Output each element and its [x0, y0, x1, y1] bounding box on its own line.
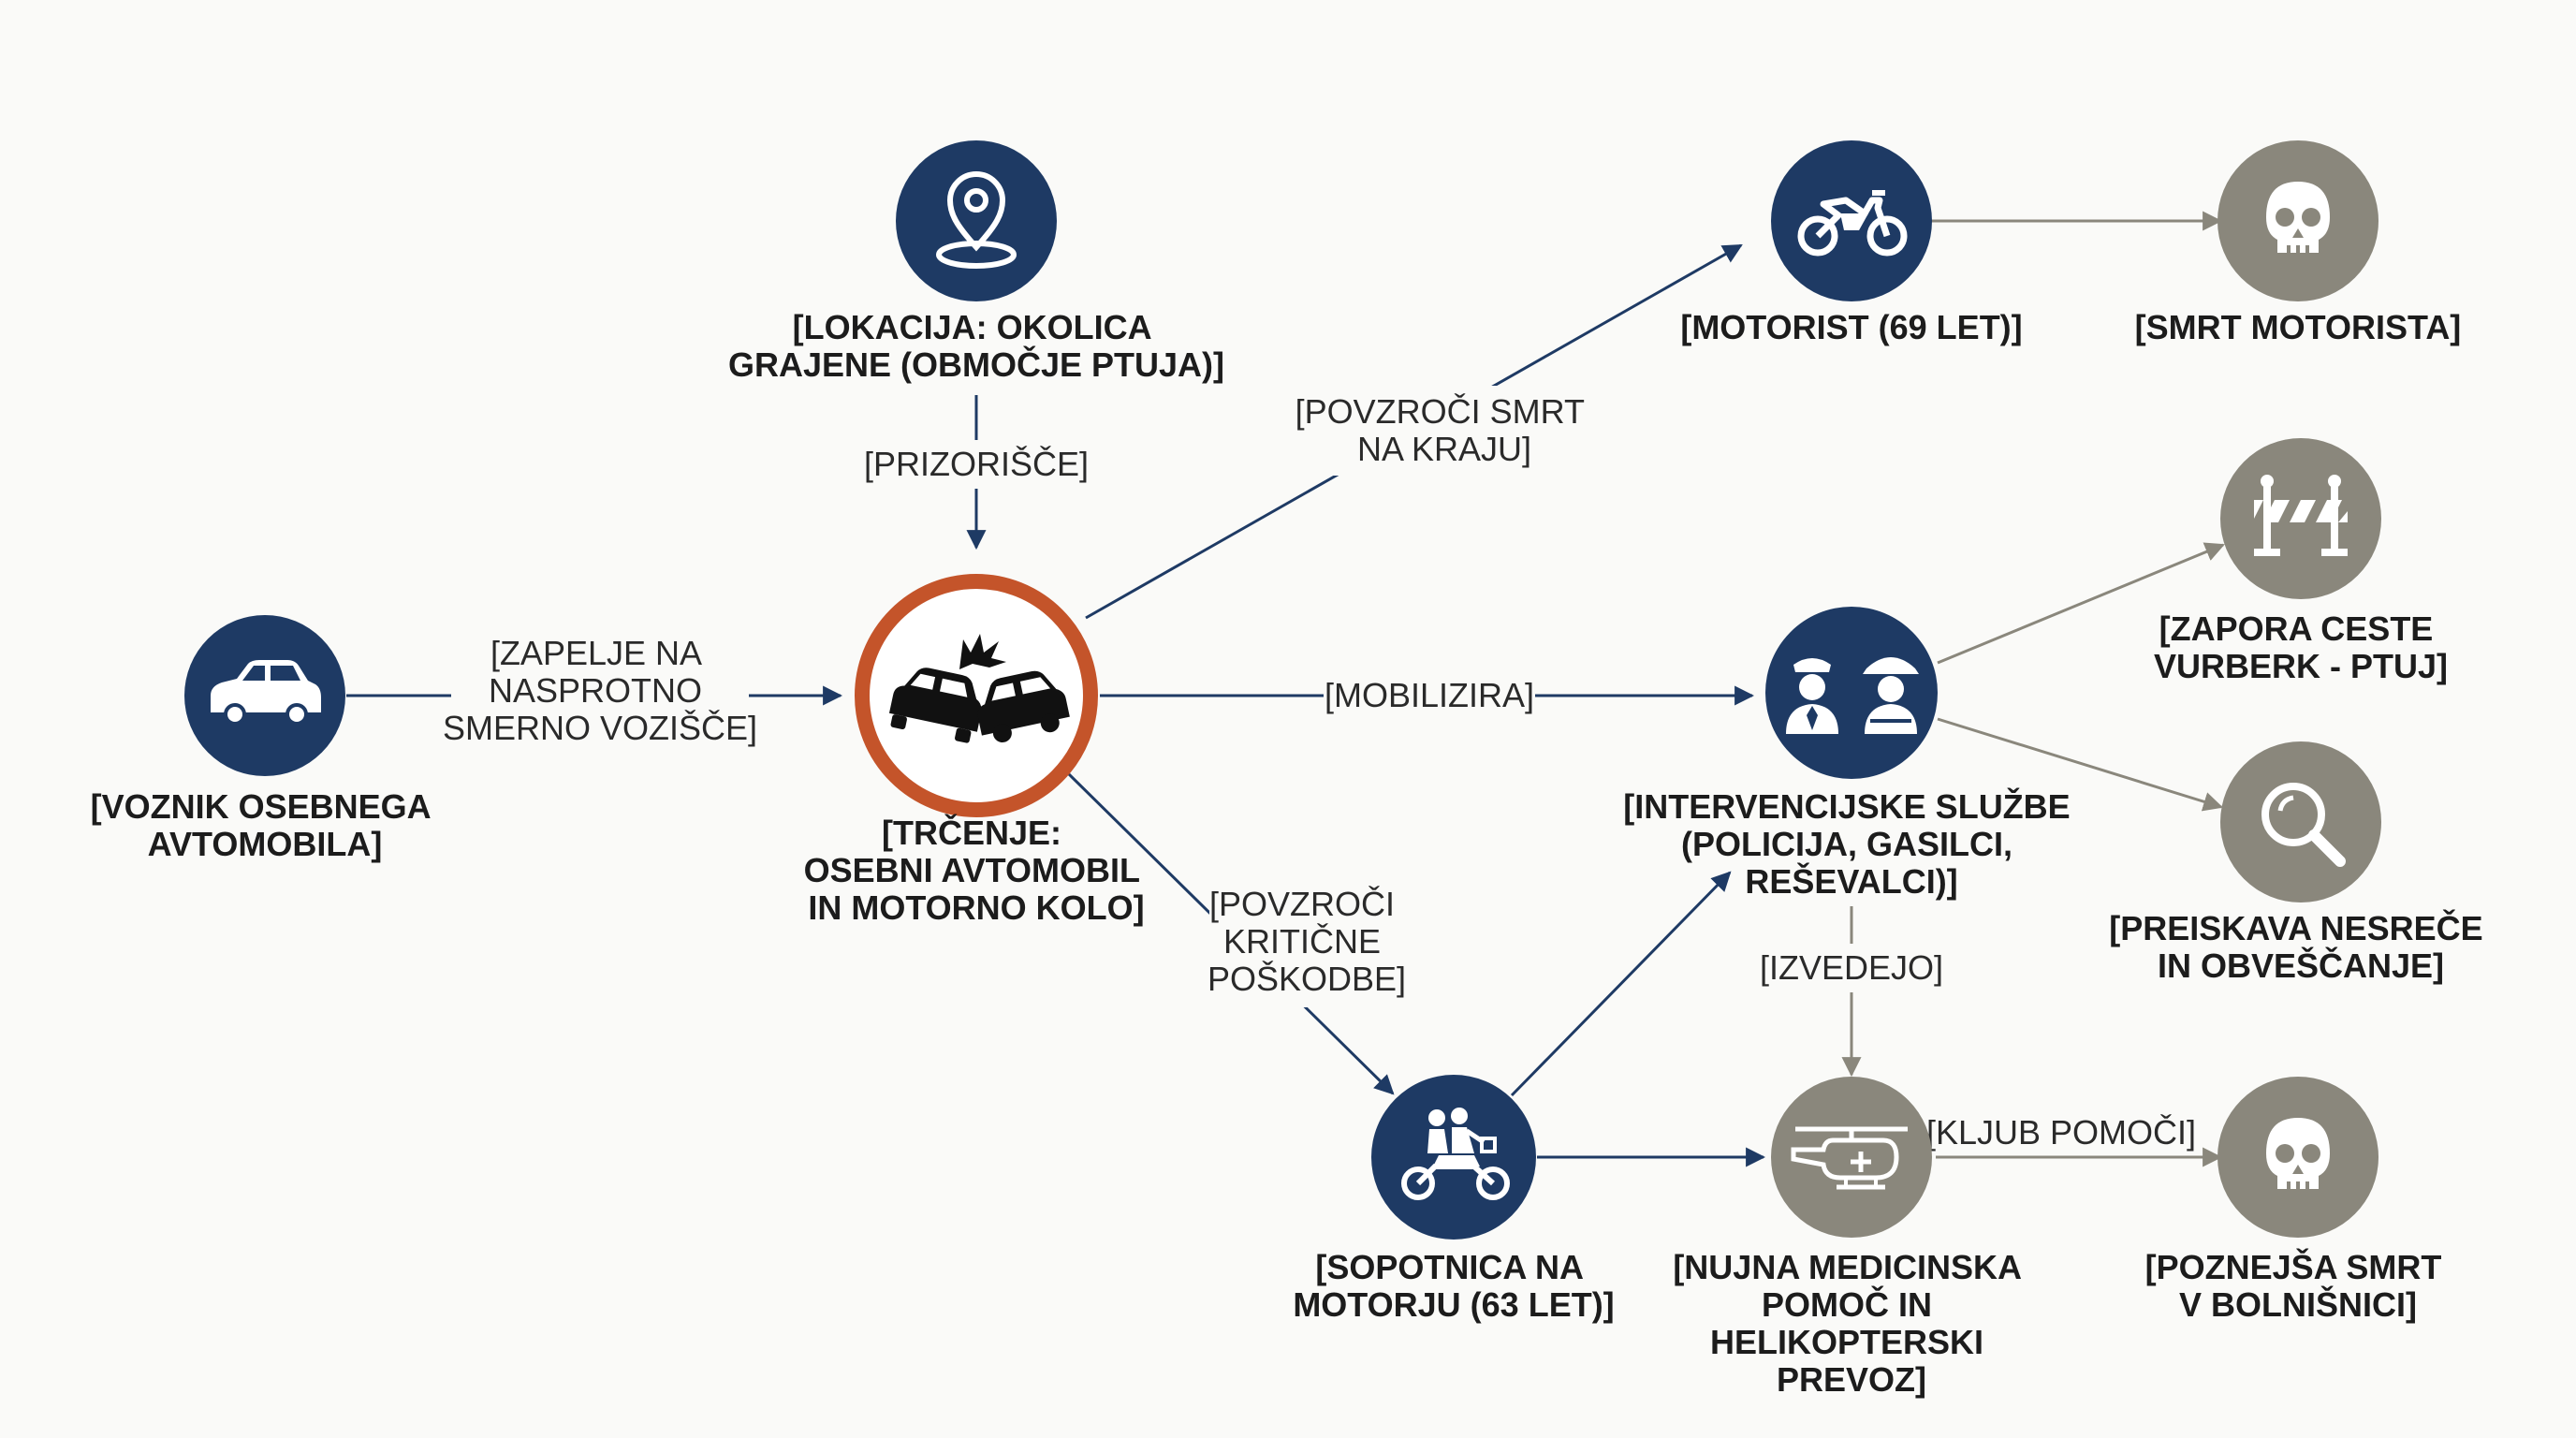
node-crash: [TRČENJE: OSEBNI AVTOMOBIL IN MOTORNO KO… [804, 574, 1149, 927]
node-medical-label: [NUJNA MEDICINSKA POMOČ IN HELIKOPTERSKI… [1673, 1248, 2029, 1399]
node-driver-label: [VOZNIK OSEBNEGA AVTOMOBILA] [91, 787, 440, 863]
node-services-label: [INTERVENCIJSKE SLUŽBE (POLICIJA, GASILC… [1623, 786, 2079, 901]
node-investigation-label: [PREISKAVA NESREČE IN OBVEŠČANJE] [2109, 908, 2492, 985]
motorbike-riders-icon [1401, 1108, 1510, 1200]
edge-label-kljub-pomoci: [KLJUB POMOČI] [1926, 1113, 2196, 1152]
node-medical-circle [1771, 1077, 1932, 1238]
edge-label-mobilizira: [MOBILIZIRA] [1325, 676, 1534, 714]
skull-icon [2266, 1118, 2330, 1189]
node-motorist-label: [MOTORIST (69 LET)] [1680, 308, 2022, 346]
node-passenger: [SOPOTNICA NA MOTORJU (63 LET)] [1293, 1075, 1615, 1324]
edge-label-izvedejo: [IZVEDEJO] [1760, 948, 1943, 987]
road-barrier-icon [2252, 475, 2348, 556]
edge-services-to-investigation [1937, 717, 2224, 812]
node-services-circle [1765, 607, 1938, 779]
node-road-closure-label: [ZAPORA CESTE VURBERK - PTUJ] [2154, 609, 2448, 685]
node-motorist-death: [SMRT MOTORISTA] [2135, 140, 2462, 346]
node-location: [LOKACIJA: OKOLICA GRAJENE (OBMOČJE PTUJ… [728, 140, 1224, 384]
edge-label-prizorisce: [PRIZORIŠČE] [864, 445, 1089, 483]
node-medical: [NUJNA MEDICINSKA POMOČ IN HELIKOPTERSKI… [1673, 1077, 2029, 1399]
node-location-label: [LOKACIJA: OKOLICA GRAJENE (OBMOČJE PTUJ… [728, 308, 1224, 384]
node-driver: [VOZNIK OSEBNEGA AVTOMOBILA] [91, 615, 440, 863]
node-crash-label: [TRČENJE: OSEBNI AVTOMOBIL IN MOTORNO KO… [804, 813, 1149, 927]
node-investigation: [PREISKAVA NESREČE IN OBVEŠČANJE] [2109, 741, 2492, 985]
node-crash-ring [855, 574, 1098, 817]
node-motorist-death-label: [SMRT MOTORISTA] [2135, 308, 2462, 346]
police-firefighter-icon [1786, 657, 1919, 734]
node-passenger-label: [SOPOTNICA NA MOTORJU (63 LET)] [1293, 1248, 1614, 1324]
edge-label-kriticne-poskodbe: [POVZROČI KRITIČNE POŠKODBE] [1208, 885, 1406, 998]
node-services: [INTERVENCIJSKE SLUŽBE (POLICIJA, GASILC… [1623, 607, 2079, 901]
motorcycle-icon [1797, 190, 1908, 257]
node-investigation-circle [2220, 741, 2381, 902]
node-road-closure: [ZAPORA CESTE VURBERK - PTUJ] [2154, 438, 2448, 685]
magnifier-icon [2261, 783, 2346, 867]
node-location-circle [896, 140, 1057, 301]
node-late-death-label: [POZNEJŠA SMRT V BOLNIŠNICI] [2145, 1247, 2452, 1324]
car-crash-icon [888, 634, 1070, 743]
edge-services-to-closure [1937, 542, 2225, 665]
location-pin-icon [936, 171, 1017, 269]
car-icon [211, 660, 321, 726]
node-late-death: [POZNEJŠA SMRT V BOLNIŠNICI] [2145, 1077, 2452, 1324]
edge-passenger-to-services [1510, 871, 1732, 1097]
node-motorist: [MOTORIST (69 LET)] [1680, 140, 2023, 346]
edge-label-smrt-na-kraju: [POVZROČI SMRT NA KRAJU] [1295, 392, 1594, 468]
skull-icon [2266, 182, 2330, 253]
helicopter-icon [1791, 1126, 1908, 1190]
edge-labels: [PRIZORIŠČE] [ZAPELJE NA NASPROTNO SMERN… [443, 386, 2196, 1153]
edge-label-zapelje: [ZAPELJE NA NASPROTNO SMERNO VOZIŠČE] [443, 634, 757, 747]
